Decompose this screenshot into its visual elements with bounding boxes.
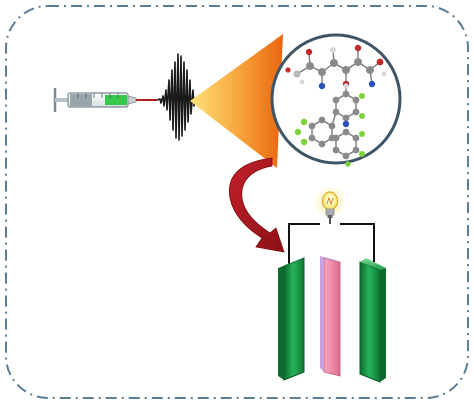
- battery-cell-icon: [278, 256, 386, 383]
- light-bulb-icon: [314, 186, 346, 224]
- circuit-wires: [288, 223, 375, 266]
- electrode-left: [278, 257, 305, 381]
- separator-membrane: [320, 256, 341, 377]
- curved-arrow-icon: [228, 157, 285, 253]
- waveform-icon: [156, 53, 199, 141]
- atoms-upper: [285, 44, 387, 90]
- light-beam: [190, 34, 283, 168]
- atoms-lower: [294, 83, 365, 167]
- dashed-frame: [5, 5, 469, 399]
- syringe-icon: [53, 88, 157, 112]
- electrode-right: [359, 258, 386, 383]
- magnified-molecules: [270, 33, 402, 167]
